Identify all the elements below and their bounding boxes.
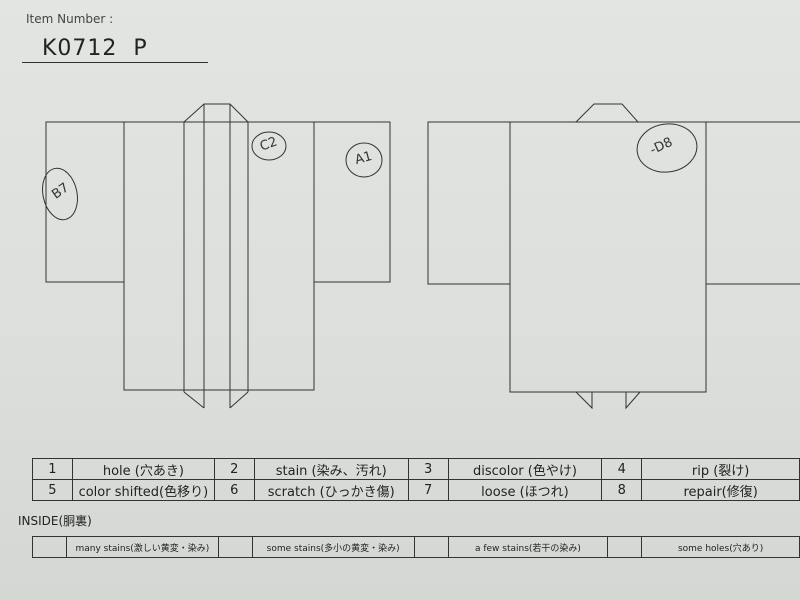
defect-number: 8 xyxy=(601,479,643,501)
table-row: 1 hole (穴あき) 2 stain (染み、汚れ) 3 discolor … xyxy=(32,458,800,480)
defect-number: 2 xyxy=(213,458,255,480)
back-view xyxy=(427,103,800,410)
annotation-circle xyxy=(636,123,698,173)
defect-number: 1 xyxy=(32,458,73,480)
back-collar xyxy=(575,103,639,123)
garment-diagram xyxy=(42,103,800,410)
defect-number: 6 xyxy=(213,479,255,501)
annotation-circle xyxy=(42,167,78,221)
inside-lining-table: many stains(激しい黄変・染み) some stains(多小の黄変・… xyxy=(32,536,800,558)
inside-label: a few stains(若干の染み) xyxy=(447,536,609,558)
back-tab-right xyxy=(625,391,641,410)
defect-label: rip (裂け) xyxy=(641,458,800,480)
defect-number: 7 xyxy=(407,479,449,501)
defect-label: discolor (色やけ) xyxy=(447,458,603,480)
defect-number: 3 xyxy=(407,458,449,480)
defect-label: repair(修復) xyxy=(641,479,800,501)
defect-label: hole (穴あき) xyxy=(71,458,215,480)
table-row: 5 color shifted(色移り) 6 scratch (ひっかき傷) 7… xyxy=(32,479,800,501)
defect-label: stain (染み、汚れ) xyxy=(253,458,409,480)
item-number-label: Item Number : xyxy=(26,12,114,26)
inside-section-title: INSIDE(胴裏) xyxy=(18,514,92,528)
back-tab-left xyxy=(575,391,593,410)
defect-label: loose (ほつれ) xyxy=(447,479,603,501)
front-right-sleeve xyxy=(313,121,391,283)
checkbox-cell[interactable] xyxy=(32,536,67,558)
front-body xyxy=(123,121,315,391)
back-right-sleeve xyxy=(705,121,800,285)
inside-label: some holes(穴あり) xyxy=(641,536,800,558)
checkbox-cell[interactable] xyxy=(607,536,643,558)
annotation-circle xyxy=(345,142,383,178)
item-number-underline xyxy=(22,62,208,63)
checkbox-cell[interactable] xyxy=(413,536,449,558)
defect-legend-table: 1 hole (穴あき) 2 stain (染み、汚れ) 3 discolor … xyxy=(32,458,800,501)
back-left-sleeve xyxy=(427,121,511,285)
defect-label: color shifted(色移り) xyxy=(71,479,215,501)
annotation-circle xyxy=(251,131,287,161)
front-lapel-line xyxy=(229,391,249,409)
front-view xyxy=(45,103,391,409)
item-number-value: K0712 P xyxy=(42,36,148,61)
front-collar-top xyxy=(183,103,249,123)
defect-label: scratch (ひっかき傷) xyxy=(253,479,409,501)
table-row: many stains(激しい黄変・染み) some stains(多小の黄変・… xyxy=(32,536,800,558)
defect-number: 4 xyxy=(601,458,643,480)
checkbox-cell[interactable] xyxy=(217,536,253,558)
inside-label: some stains(多小の黄変・染み) xyxy=(251,536,415,558)
back-body xyxy=(509,121,707,393)
defect-number: 5 xyxy=(32,479,73,501)
inside-label: many stains(激しい黄変・染み) xyxy=(65,536,219,558)
front-lapel-line xyxy=(183,391,205,409)
